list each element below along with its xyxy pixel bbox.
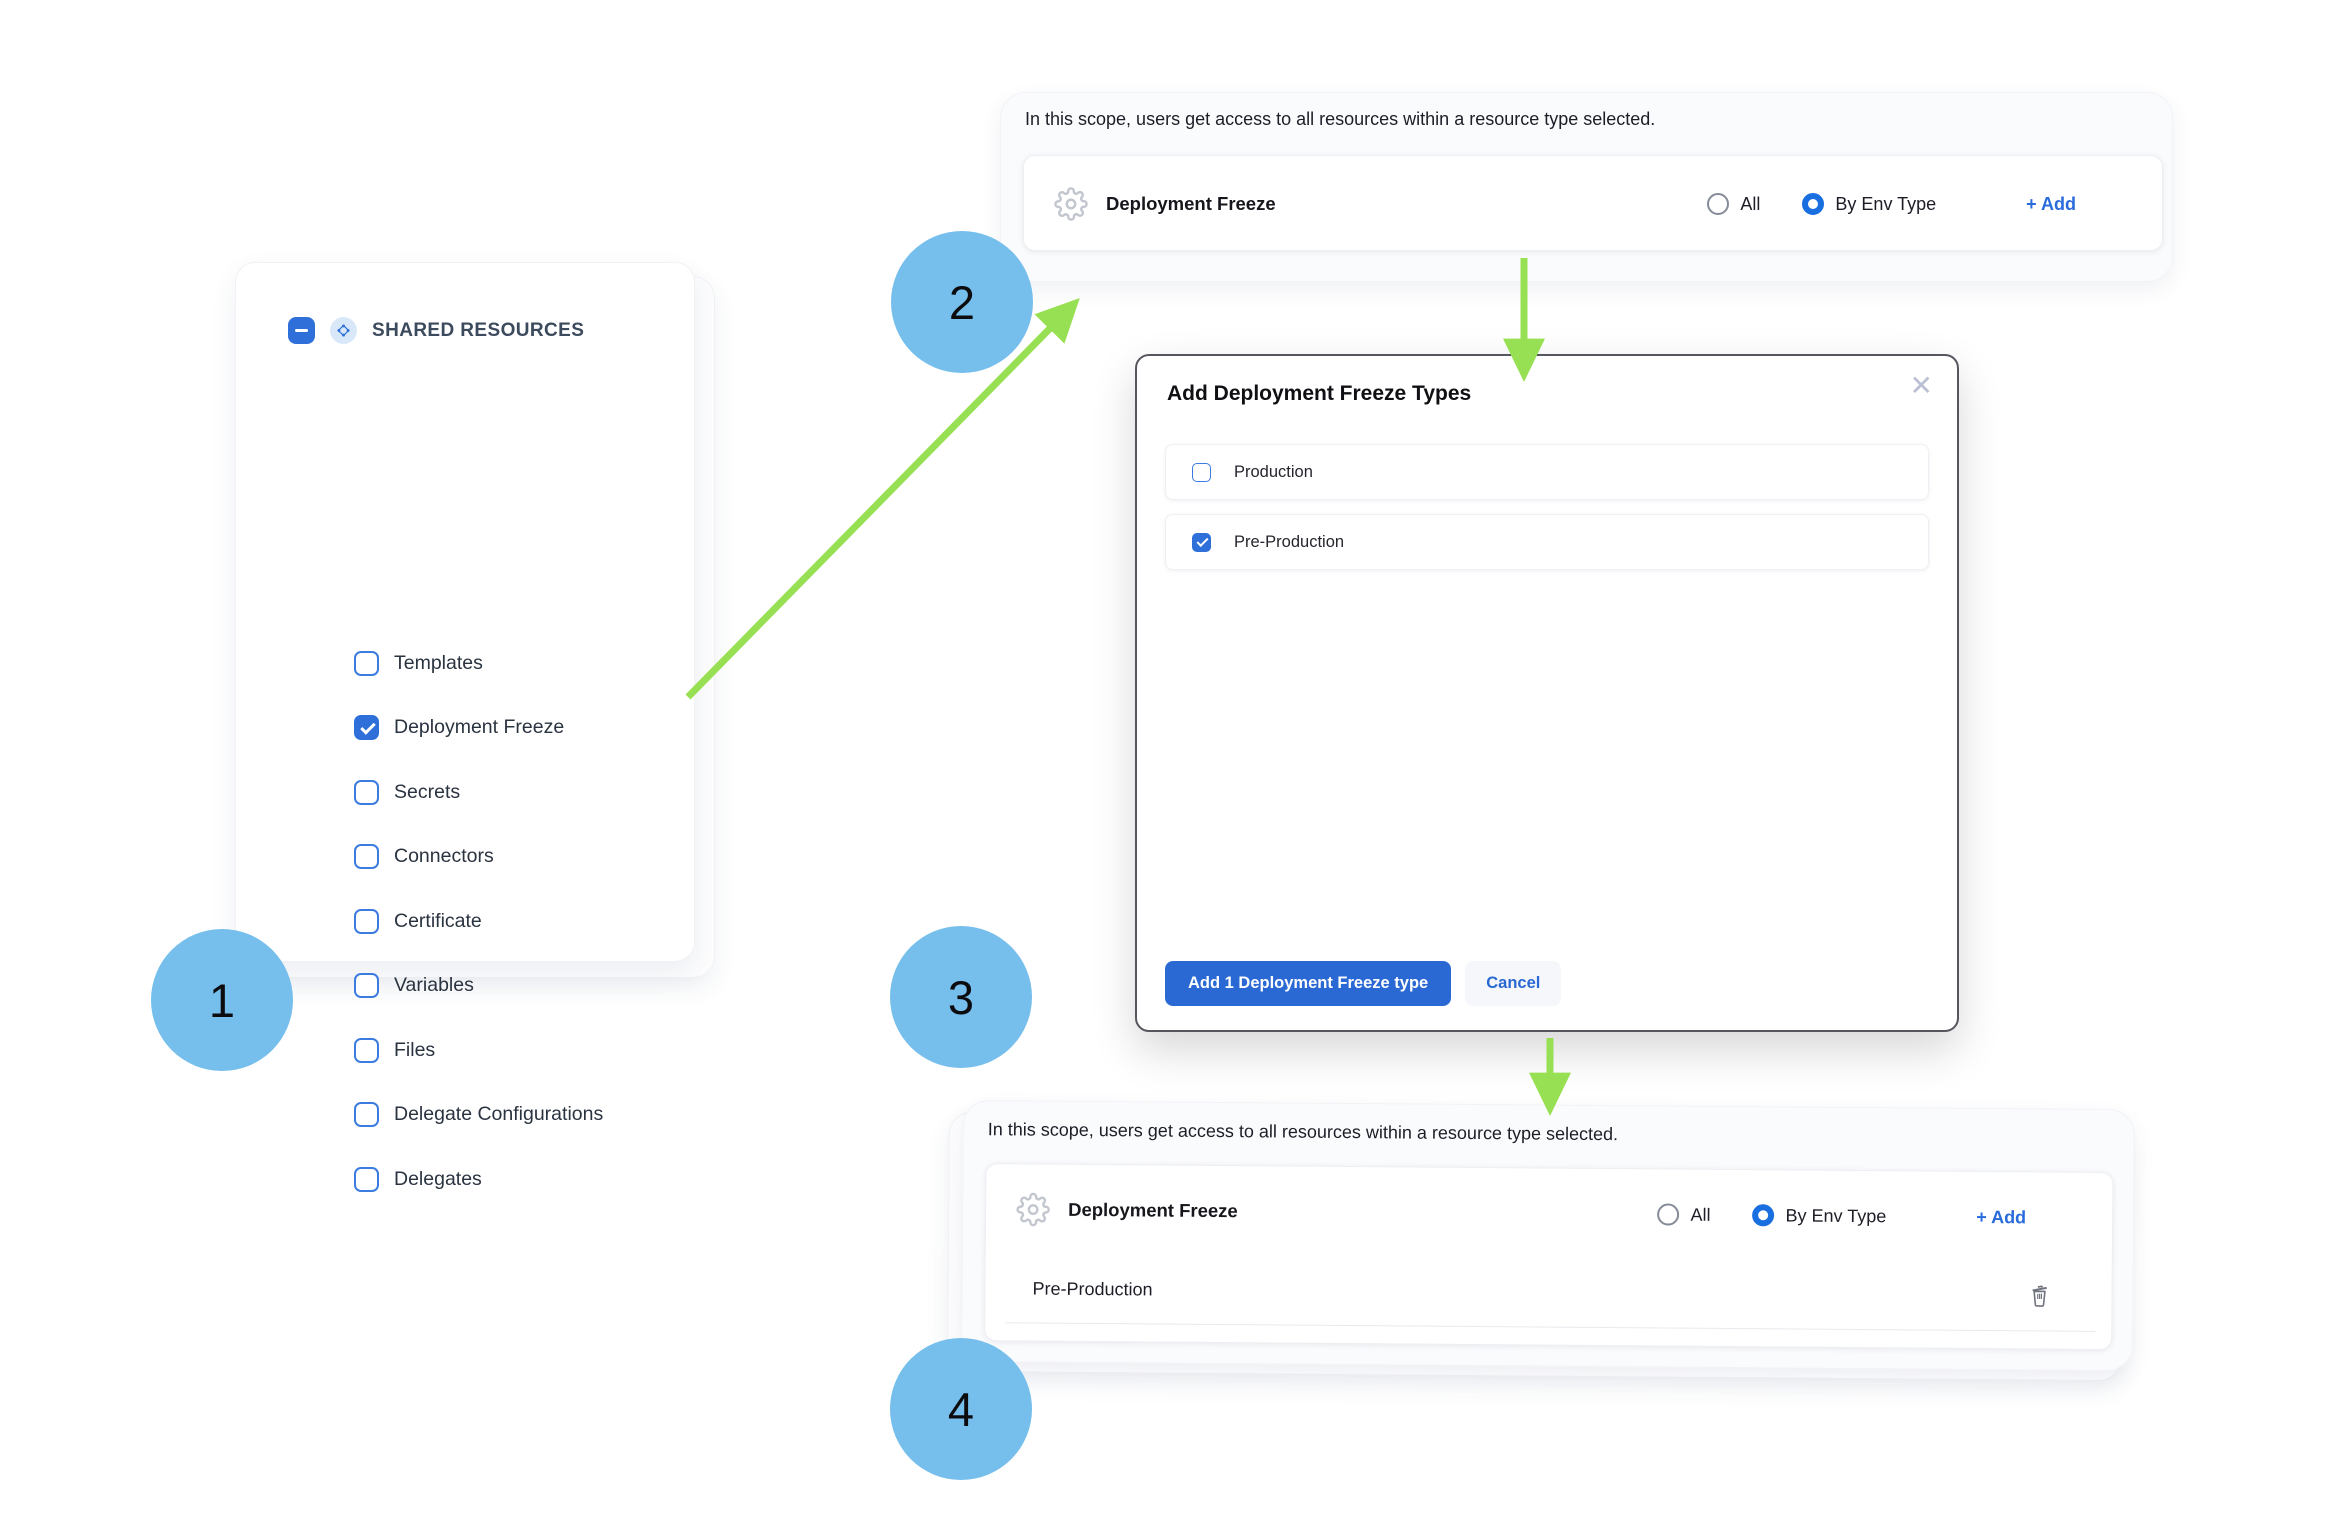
radio-option-all[interactable]: All (1707, 193, 1760, 215)
resource-type-title: Deployment Freeze (1106, 193, 1276, 214)
step-badge-3: 3 (890, 926, 1032, 1068)
checkbox[interactable] (1192, 462, 1211, 482)
option-row-production[interactable]: Production (1165, 444, 1929, 500)
checkbox[interactable] (354, 1166, 379, 1192)
checkbox[interactable] (1192, 532, 1211, 552)
step-badge-1: 1 (151, 929, 293, 1071)
submit-button[interactable]: Add 1 Deployment Freeze type (1165, 961, 1452, 1006)
trash-icon[interactable] (2025, 1281, 2053, 1311)
minus-icon (295, 328, 308, 333)
freeze-type-options: Production Pre-Production (1165, 444, 1929, 570)
close-icon[interactable]: ✕ (1904, 366, 1939, 406)
cancel-button[interactable]: Cancel (1465, 961, 1562, 1006)
scope-description: In this scope, users get access to all r… (1025, 109, 1656, 129)
scope-panel-step4: In this scope, users get access to all r… (960, 1100, 2135, 1372)
resource-type-card: Deployment Freeze All By Env Type + Add … (984, 1163, 2114, 1351)
scope-description: In this scope, users get access to all r… (987, 1119, 1619, 1145)
modal-title: Add Deployment Freeze Types (1167, 382, 1472, 405)
resource-row-secrets[interactable]: Secrets (354, 760, 603, 825)
collapse-button[interactable] (288, 317, 315, 344)
resource-row-delegates[interactable]: Delegates (354, 1147, 603, 1212)
radio-option-by-env-type[interactable]: By Env Type (1752, 1204, 1886, 1227)
resource-row-templates[interactable]: Templates (354, 631, 603, 696)
resource-type-title: Deployment Freeze (1068, 1198, 1238, 1222)
radio-icon[interactable] (1802, 193, 1825, 215)
checkbox[interactable] (354, 973, 379, 999)
resource-row-files[interactable]: Files (354, 1018, 603, 1083)
shared-resources-header: SHARED RESOURCES (288, 317, 584, 344)
radio-icon[interactable] (1657, 1203, 1680, 1226)
checkbox[interactable] (354, 1037, 379, 1063)
selected-type-row: Pre-Production (985, 1254, 2111, 1331)
radio-option-all[interactable]: All (1657, 1203, 1711, 1226)
checkbox[interactable] (354, 715, 379, 741)
gear-icon (1054, 187, 1088, 221)
modal-footer: Add 1 Deployment Freeze type Cancel (1165, 961, 1562, 1006)
shared-resources-panel: SHARED RESOURCES Templates Deployment Fr… (235, 262, 695, 1192)
resource-type-list: Templates Deployment Freeze Secrets Conn… (354, 631, 603, 1212)
shared-resources-title: SHARED RESOURCES (372, 319, 585, 341)
step-badge-2: 2 (891, 231, 1033, 373)
resource-row-certificate[interactable]: Certificate (354, 889, 603, 954)
resource-row-connectors[interactable]: Connectors (354, 825, 603, 890)
resource-type-card: Deployment Freeze All By Env Type + Add (1023, 155, 2163, 251)
add-button[interactable]: + Add (2026, 193, 2076, 214)
gear-icon (1016, 1192, 1050, 1227)
option-row-pre-production[interactable]: Pre-Production (1165, 514, 1929, 570)
step-badge-4: 4 (890, 1338, 1032, 1480)
add-button[interactable]: + Add (1976, 1206, 2027, 1227)
resource-row-deployment-freeze[interactable]: Deployment Freeze (354, 696, 603, 761)
add-freeze-types-modal: Add Deployment Freeze Types ✕ Production… (1135, 354, 1959, 1032)
resource-row-variables[interactable]: Variables (354, 954, 603, 1019)
radio-option-by-env-type[interactable]: By Env Type (1802, 193, 1936, 215)
scope-panel-step2: In this scope, users get access to all r… (1000, 92, 2173, 282)
radio-icon[interactable] (1752, 1204, 1775, 1227)
arrow-panel1-to-step2 (685, 298, 1080, 700)
resource-row-delegate-configurations[interactable]: Delegate Configurations (354, 1083, 603, 1148)
shared-resources-icon (330, 317, 357, 344)
checkbox[interactable] (354, 1102, 379, 1128)
checkbox[interactable] (354, 779, 379, 805)
checkbox[interactable] (354, 908, 379, 934)
checkbox[interactable] (354, 844, 379, 870)
radio-icon[interactable] (1707, 193, 1730, 215)
checkbox[interactable] (354, 650, 379, 676)
